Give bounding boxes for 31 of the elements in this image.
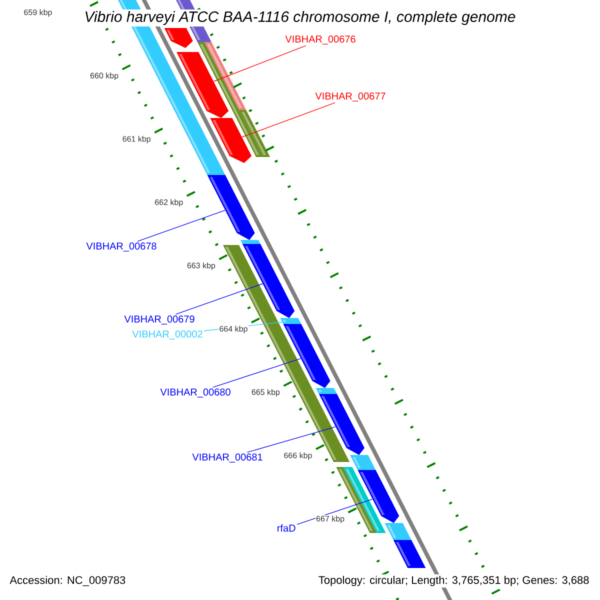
leader-line [212, 358, 302, 388]
gene-block [358, 470, 400, 523]
gene-label: VIBHAR_00679 [124, 316, 194, 324]
gene-block [164, 28, 193, 48]
gene-block [280, 318, 302, 324]
genome-info-text: Topology: circular; Length: 3,765,351 bp; Genes: 3,688 [316, 574, 591, 588]
title: Vibrio harveyi ATCC BAA-1116 chromosome I, complete genome [82, 10, 518, 26]
leader-line [296, 498, 373, 525]
leader-line [137, 210, 226, 242]
gene-label: VIBHAR_00680 [160, 388, 230, 398]
gene-label: VIBHAR_00676 [285, 36, 356, 44]
leader-line [213, 45, 306, 82]
gene-label: VIBHAR_00681 [192, 454, 262, 462]
leader-line [175, 283, 263, 315]
gene-block [393, 540, 426, 568]
gene-block [242, 244, 295, 318]
tick-label: 663 kbp [186, 262, 216, 270]
gene-label: VIBHAR_00677 [315, 92, 386, 102]
tick-label: 662 kbp [154, 198, 184, 208]
gene-block [207, 175, 255, 240]
gene-block [176, 52, 229, 118]
gene-block [210, 118, 252, 163]
gene-block [318, 394, 364, 455]
gene-label: rfaD [278, 524, 296, 532]
tick-label: 659 kbp [23, 8, 53, 18]
gene-block [283, 324, 330, 388]
accession-text: Accession: NC_009783 [8, 574, 128, 588]
gene-label: VIBHAR_00002 [132, 330, 202, 340]
leader-line [246, 426, 336, 453]
gene-label: VIBHAR_00678 [86, 242, 156, 252]
tick-label: 660 kbp [90, 72, 120, 81]
